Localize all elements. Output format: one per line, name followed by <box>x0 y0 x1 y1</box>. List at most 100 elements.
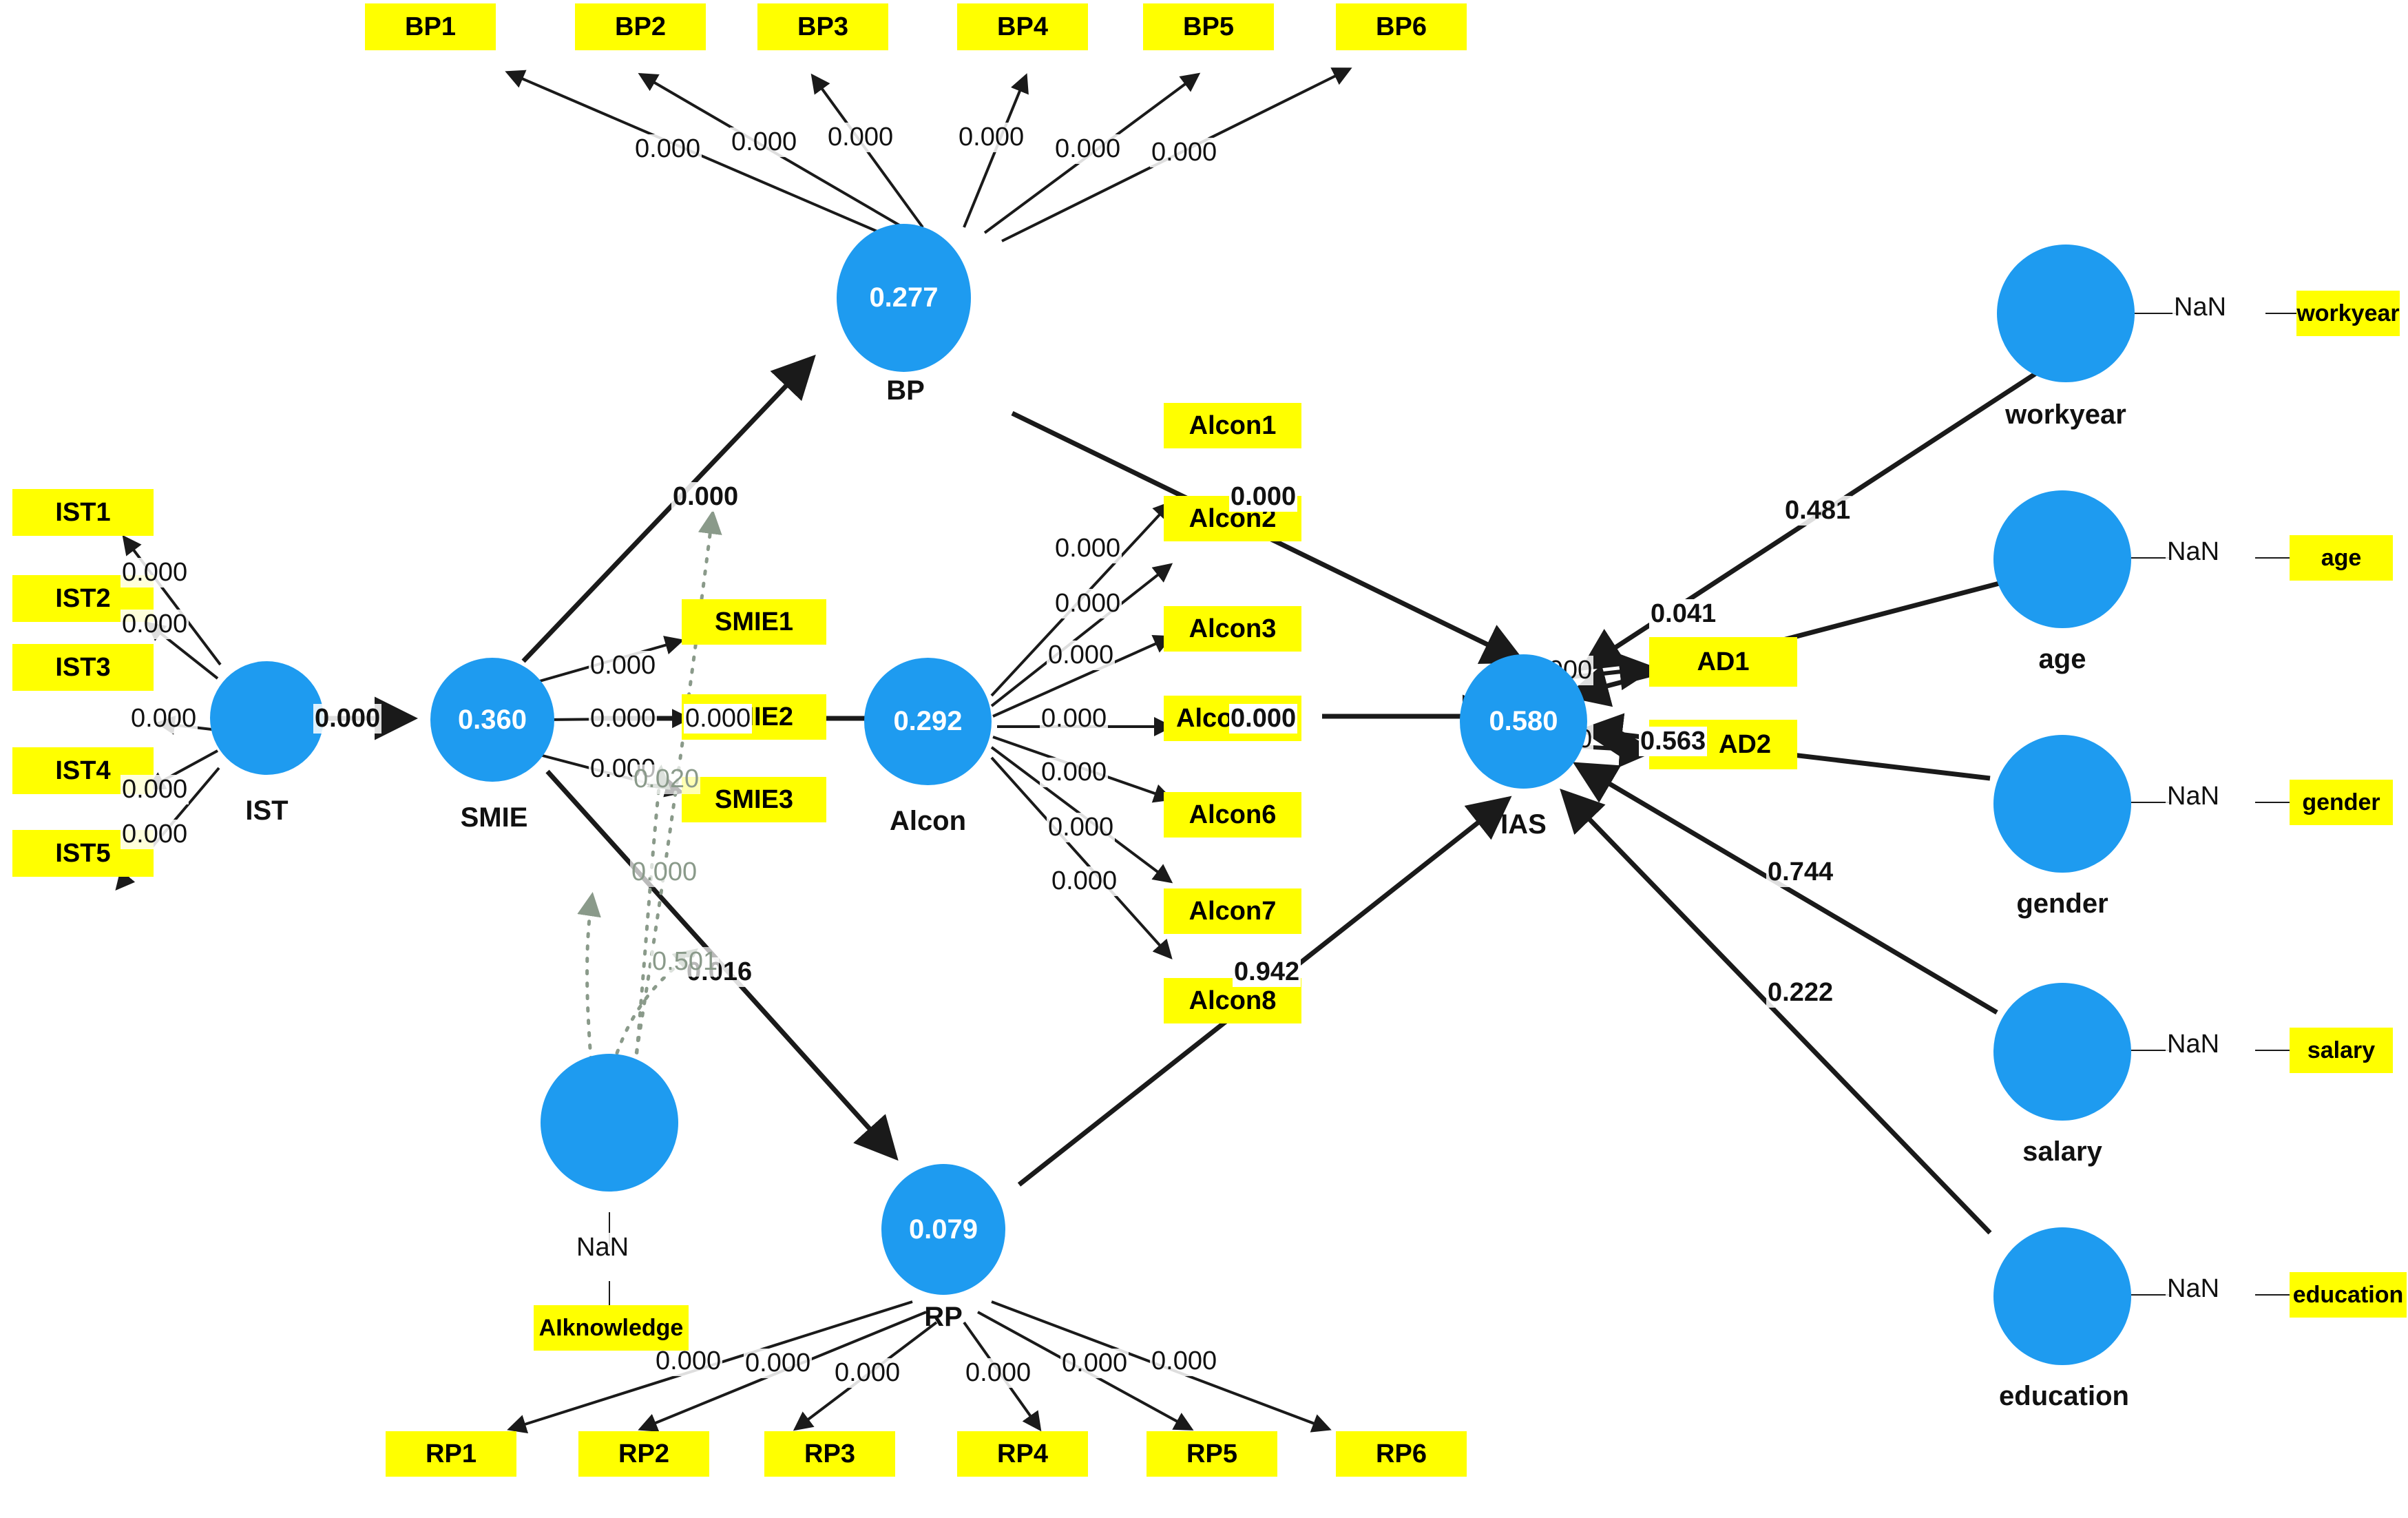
construct-r2: 0.580 <box>1489 706 1558 736</box>
loading-rp4: 0.000 <box>964 1358 1033 1388</box>
construct-ist-label: IST <box>245 796 289 826</box>
moderation-label-020: 0.020 <box>632 765 701 794</box>
indicator-smie1[interactable]: SMIE1 <box>682 599 826 645</box>
loading-bp2: 0.000 <box>730 127 799 157</box>
indicator-ad1[interactable]: AD1 <box>1649 637 1797 687</box>
construct-gender-label: gender <box>2016 888 2108 919</box>
construct-rp-label: RP <box>924 1302 963 1332</box>
construct-workyear[interactable] <box>1997 245 2135 382</box>
construct-alcon-label: Alcon <box>889 806 967 836</box>
indicator-label: IST3 <box>55 652 111 682</box>
loading-alcon8: 0.000 <box>1050 866 1119 896</box>
indicator-label: BP4 <box>997 12 1048 41</box>
construct-smie[interactable]: 0.360 <box>430 658 554 782</box>
construct-ias-label: IAS <box>1500 809 1547 840</box>
indicator-rp3[interactable]: RP3 <box>764 1431 895 1477</box>
construct-ist[interactable] <box>210 661 324 775</box>
loading-ist5: 0.000 <box>121 820 189 849</box>
indicator-alcon1[interactable]: Alcon1 <box>1164 403 1301 448</box>
loading-bp5: 0.000 <box>1054 134 1122 164</box>
indicator-rp1[interactable]: RP1 <box>386 1431 516 1477</box>
loading-smie1: 0.000 <box>589 651 658 680</box>
loading-ist3: 0.000 <box>129 704 198 734</box>
loading-rp2: 0.000 <box>744 1349 813 1378</box>
indicator-alcon6[interactable]: Alcon6 <box>1164 792 1301 838</box>
indicator-label: age <box>2321 544 2362 571</box>
indicator-label: gender <box>2302 789 2380 815</box>
indicator-label: IST1 <box>55 497 111 527</box>
loading-alcon1: 0.000 <box>1054 534 1122 563</box>
indicator-label: BP6 <box>1376 12 1427 41</box>
loading-ad1-overlap: 0.041 <box>1649 599 1718 629</box>
construct-gender[interactable] <box>1993 735 2131 873</box>
indicator-label: SMIE3 <box>714 784 794 814</box>
construct-r2: 0.079 <box>908 1214 978 1245</box>
path-label-salary-ias: 0.744 <box>1766 857 1835 887</box>
indicator-label: RP5 <box>1186 1439 1237 1468</box>
loading-ist4: 0.000 <box>121 775 189 804</box>
indicator-rp6[interactable]: RP6 <box>1336 1431 1467 1477</box>
indicator-label: workyear <box>2296 300 2400 326</box>
indicator-label: salary <box>2307 1037 2376 1063</box>
indicator-bp3[interactable]: BP3 <box>757 3 888 50</box>
indicator-age[interactable]: age <box>2290 535 2393 581</box>
indicator-label: Alcon3 <box>1189 614 1277 643</box>
construct-age-label: age <box>2038 644 2086 674</box>
indicator-education[interactable]: education <box>2290 1272 2407 1318</box>
construct-age[interactable] <box>1993 490 2131 628</box>
loading-alcon7: 0.000 <box>1047 813 1116 842</box>
indicator-rp5[interactable]: RP5 <box>1147 1431 1277 1477</box>
construct-alcon[interactable]: 0.292 <box>864 658 992 785</box>
indicator-salary[interactable]: salary <box>2290 1028 2393 1073</box>
path-label-education-ias: 0.222 <box>1766 978 1835 1008</box>
loading-rp1: 0.000 <box>654 1347 723 1376</box>
loading-alcon6: 0.000 <box>1040 758 1109 787</box>
indicator-label: RP2 <box>618 1439 669 1468</box>
indicator-smie3[interactable]: SMIE3 <box>682 777 826 822</box>
indicator-alcon7[interactable]: Alcon7 <box>1164 888 1301 934</box>
construct-ias[interactable]: 0.580 <box>1460 654 1587 789</box>
construct-education[interactable] <box>1993 1227 2131 1365</box>
loading-gender: NaN <box>2166 782 2221 811</box>
construct-aiknowledge[interactable] <box>541 1054 678 1192</box>
construct-salary[interactable] <box>1993 983 2131 1121</box>
moderation-label-000: 0.000 <box>630 857 699 887</box>
indicator-label: AD2 <box>1718 729 1771 759</box>
loading-ist1: 0.000 <box>121 558 189 588</box>
loading-smie2-left: 0.000 <box>589 704 658 734</box>
indicator-label: Alcon1 <box>1189 410 1277 440</box>
indicator-aiknowledge[interactable]: AIknowledge <box>534 1305 689 1351</box>
indicator-label: BP2 <box>615 12 666 41</box>
indicator-gender[interactable]: gender <box>2290 780 2393 825</box>
loading-alcon2: 0.000 <box>1054 589 1122 618</box>
indicator-bp1[interactable]: BP1 <box>365 3 496 50</box>
indicator-label: Alcon7 <box>1189 896 1277 926</box>
loading-salary: NaN <box>2166 1030 2221 1059</box>
moderation-label-501: 0.501 <box>651 947 720 977</box>
loading-alcon4: 0.000 <box>1040 704 1109 734</box>
loading-bp4: 0.000 <box>957 123 1026 152</box>
indicator-rp4[interactable]: RP4 <box>957 1431 1088 1477</box>
indicator-bp4[interactable]: BP4 <box>957 3 1088 50</box>
loading-ist2: 0.000 <box>121 610 189 639</box>
construct-bp[interactable]: 0.277 <box>837 224 971 372</box>
indicator-alcon3[interactable]: Alcon3 <box>1164 606 1301 652</box>
indicator-bp5[interactable]: BP5 <box>1143 3 1274 50</box>
indicator-bp6[interactable]: BP6 <box>1336 3 1467 50</box>
construct-rp[interactable]: 0.079 <box>881 1164 1005 1295</box>
loading-bp1: 0.000 <box>634 134 702 164</box>
indicator-workyear[interactable]: workyear <box>2296 291 2400 336</box>
indicator-label: RP6 <box>1376 1439 1427 1468</box>
loading-rp5: 0.000 <box>1060 1349 1129 1378</box>
loading-alcon3: 0.000 <box>1047 641 1116 670</box>
indicator-ist3[interactable]: IST3 <box>12 644 154 691</box>
construct-r2: 0.277 <box>869 282 939 313</box>
loading-age: NaN <box>2166 537 2221 567</box>
indicator-ist1[interactable]: IST1 <box>12 489 154 536</box>
loading-rp6: 0.000 <box>1150 1347 1219 1376</box>
construct-r2: 0.360 <box>457 704 527 735</box>
nan-connector-lines <box>609 313 2300 1309</box>
indicator-label: SMIE1 <box>714 607 794 636</box>
indicator-bp2[interactable]: BP2 <box>575 3 706 50</box>
indicator-rp2[interactable]: RP2 <box>578 1431 709 1477</box>
